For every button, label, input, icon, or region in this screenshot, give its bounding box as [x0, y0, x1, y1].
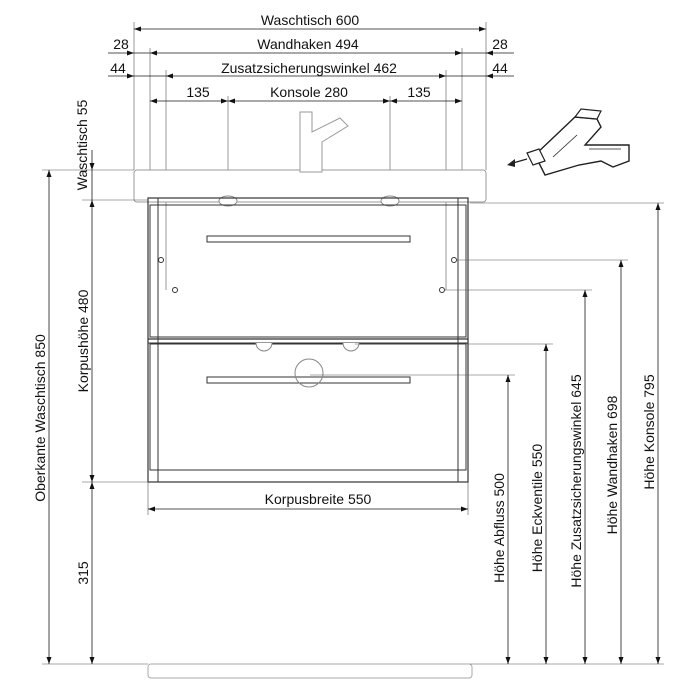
offset-28-left: 28 [113, 36, 129, 52]
offset-135-right: 135 [407, 84, 431, 100]
bottom-315-label: 315 [75, 561, 91, 585]
waschtisch-height-label: Waschtisch 55 [74, 100, 90, 191]
zusatz-hole-left [172, 287, 178, 293]
dim-waschtisch-height: Waschtisch 55 [74, 100, 95, 207]
dim-hoehe-wandhaken: Höhe Wandhaken 698 [456, 259, 628, 664]
hoehe-eckventile-label: Höhe Eckventile 550 [529, 444, 545, 573]
dim-oberkante: Oberkante Waschtisch 850 [32, 170, 52, 664]
abfluss-cutout [294, 358, 324, 388]
hoehe-wandhaken-label: Höhe Wandhaken 698 [604, 395, 620, 534]
dim-waschtisch-600: Waschtisch 600 [133, 12, 487, 170]
faucet-icon [299, 111, 349, 173]
dim-korpusbreite: Korpusbreite 550 [147, 482, 469, 515]
zusatz-label: Zusatzsicherungswinkel 462 [221, 60, 397, 76]
upper-drawer [149, 204, 467, 338]
upper-drawer-handle [206, 235, 411, 243]
drill-icon [507, 108, 630, 176]
offset-44-right: 44 [492, 60, 508, 76]
lower-drawer-handle [206, 376, 411, 384]
dim-korpushoehe: Korpushöhe 480 [75, 200, 95, 482]
dim-wandhaken-494: Wandhaken 494 28 28 [108, 36, 514, 200]
floor-reference [147, 663, 473, 679]
dim-zusatz-462: Zusatzsicherungswinkel 462 44 44 [108, 60, 514, 290]
offset-135-left: 135 [186, 84, 210, 100]
dim-hoehe-eckventile: Höhe Eckventile 550 [355, 343, 553, 664]
zusatz-hole-right [439, 287, 445, 293]
hoehe-zusatz-label: Höhe Zusatzsicherungswinkel 645 [568, 374, 584, 587]
wandhaken-hole-right [451, 257, 457, 263]
wandhaken-hole-left [158, 257, 164, 263]
hoehe-konsole-label: Höhe Konsole 795 [641, 374, 657, 489]
eckventil-cutout-right [342, 342, 360, 352]
lower-drawer [149, 343, 467, 471]
hoehe-abfluss-label: Höhe Abfluss 500 [491, 473, 507, 583]
dim-bottom-315: 315 [75, 482, 95, 664]
offset-44-left: 44 [110, 60, 126, 76]
konsole-label: Konsole 280 [270, 84, 348, 100]
cabinet-body [147, 197, 469, 483]
washbasin [133, 111, 487, 207]
wandhaken-label: Wandhaken 494 [257, 36, 359, 52]
offset-28-right: 28 [492, 36, 508, 52]
waschtisch-width-label: Waschtisch 600 [261, 12, 360, 28]
korpusbreite-label: Korpusbreite 550 [265, 491, 372, 507]
dim-hoehe-abfluss: Höhe Abfluss 500 [310, 374, 515, 664]
korpushoehe-label: Korpushöhe 480 [75, 289, 91, 392]
oberkante-label: Oberkante Waschtisch 850 [32, 334, 48, 502]
eckventil-cutout-left [255, 342, 273, 352]
dim-hoehe-zusatz: Höhe Zusatzsicherungswinkel 645 [444, 289, 592, 664]
dim-hoehe-konsole: Höhe Konsole 795 [470, 202, 664, 664]
dim-konsole-280: Konsole 280 135 135 [150, 84, 462, 196]
